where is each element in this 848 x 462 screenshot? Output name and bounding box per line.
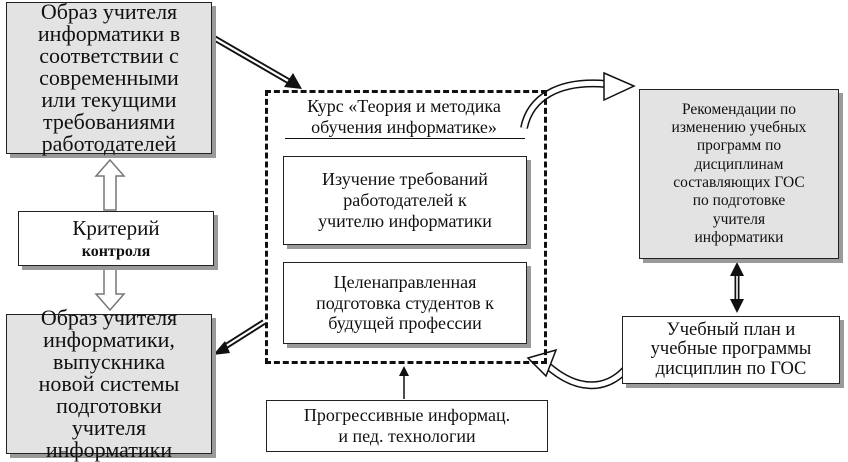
criterion-down-arrow bbox=[94, 267, 126, 312]
arrow-tech-to-course bbox=[399, 366, 409, 399]
arrow-course-to-graduate bbox=[213, 319, 266, 355]
recommendations-box: Рекомендации по изменению учебных програ… bbox=[639, 89, 839, 259]
teacher-image-employers-box: Образ учителя информатики в соответствии… bbox=[6, 0, 212, 156]
study-requirements-box: Изучение требований работодателей к учит… bbox=[283, 156, 527, 245]
curriculum-plan-box: Учебный план и учебные программы дисципл… bbox=[622, 316, 840, 384]
progressive-technologies-text: Прогрессивные информац. и пед. технологи… bbox=[303, 405, 511, 446]
control-criterion-box: Критерий контроля bbox=[18, 211, 214, 266]
course-title: Курс «Теория и методика обучения информа… bbox=[307, 96, 501, 137]
course-container bbox=[265, 90, 547, 364]
recommendations-text: Рекомендации по изменению учебных програ… bbox=[671, 100, 807, 246]
targeted-training-text: Целенаправленная подготовка студентов к … bbox=[316, 271, 494, 334]
targeted-training-box: Целенаправленная подготовка студентов к … bbox=[283, 262, 527, 344]
course-title-underline bbox=[285, 138, 525, 139]
criterion-up-arrow bbox=[94, 158, 126, 211]
bidirectional-arrow-recommendations-plan bbox=[730, 262, 744, 313]
arrow-image-to-course bbox=[212, 35, 302, 89]
curriculum-plan-text: Учебный план и учебные программы дисципл… bbox=[650, 319, 812, 379]
teacher-image-employers-text: Образ учителя информатики в соответствии… bbox=[37, 0, 181, 156]
curved-arrow-course-to-recommendations bbox=[520, 71, 636, 129]
criterion-label: Критерий bbox=[72, 215, 160, 240]
control-label: контроля bbox=[81, 242, 151, 260]
study-requirements-text: Изучение требований работодателей к учит… bbox=[318, 169, 492, 231]
graduate-teacher-image-box: Образ учителя информатики, выпускника но… bbox=[6, 307, 212, 461]
graduate-teacher-image-text: Образ учителя информатики, выпускника но… bbox=[38, 305, 180, 462]
progressive-technologies-box: Прогрессивные информац. и пед. технологи… bbox=[266, 400, 548, 452]
